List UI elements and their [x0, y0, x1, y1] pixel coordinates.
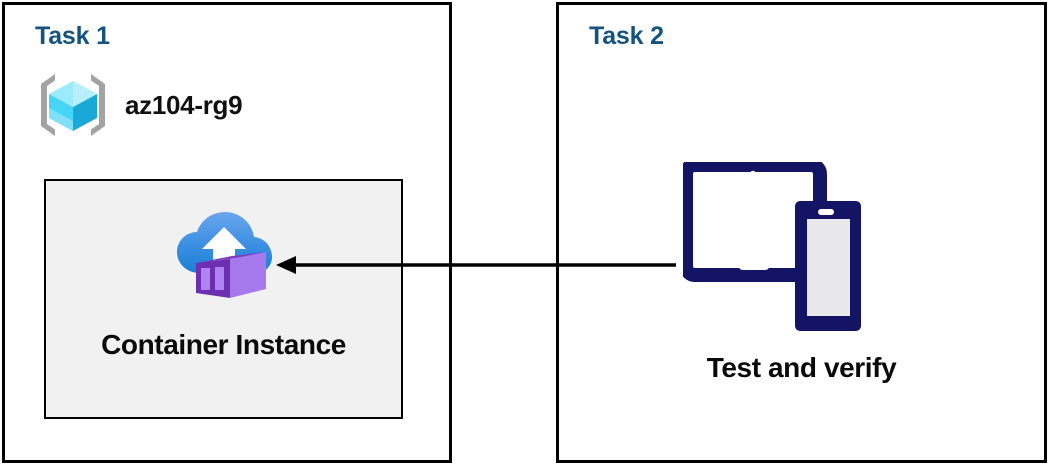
task-1-panel: Task 1 az104-rg9	[2, 2, 452, 463]
test-and-verify-label: Test and verify	[706, 352, 897, 383]
task-1-title: Task 1	[35, 22, 110, 50]
azure-resource-group-icon	[41, 74, 105, 136]
azure-container-instance-icon	[176, 212, 272, 298]
task-2-title: Task 2	[589, 22, 664, 50]
container-instance-label: Container Instance	[101, 329, 346, 360]
resource-group-label: az104-rg9	[125, 89, 243, 120]
tablet-and-phone-icon	[683, 162, 861, 331]
container-instance-card: Container Instance	[44, 179, 403, 419]
resource-group-row: az104-rg9	[35, 69, 243, 141]
